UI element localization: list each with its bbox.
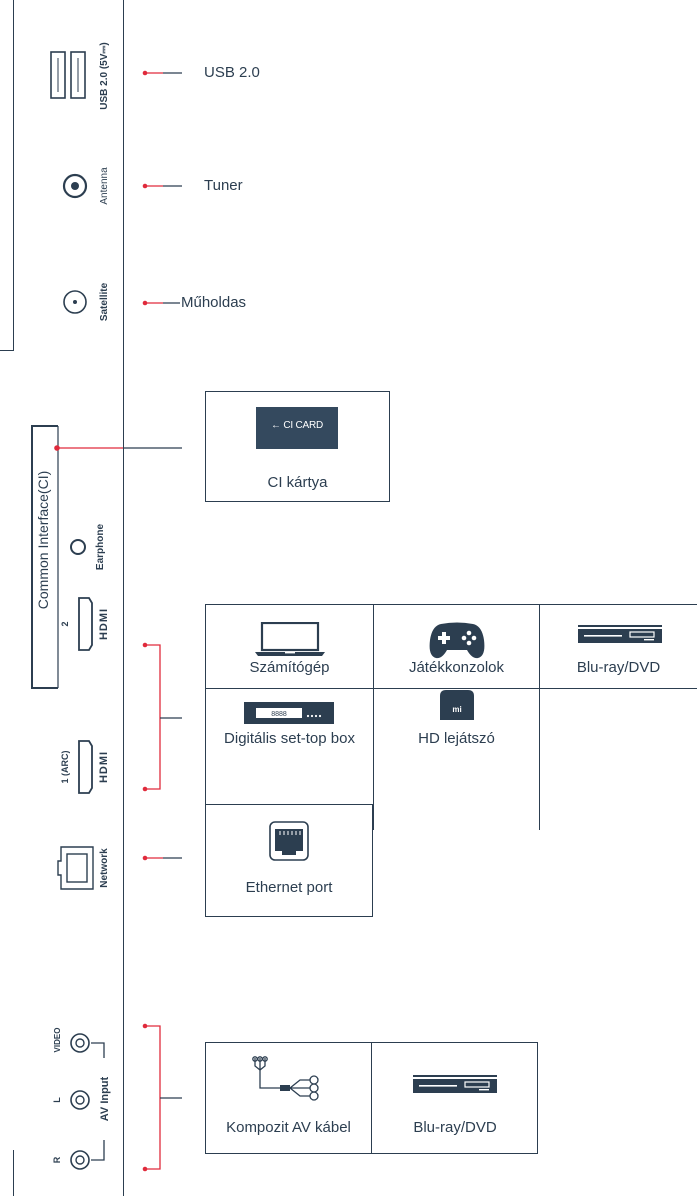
hdmi-2-number: 2 <box>60 621 70 626</box>
av-bluray-caption: Blu-ray/DVD <box>413 1119 497 1136</box>
ci-card-caption: CI kártya <box>267 474 328 491</box>
av-device-composite: Kompozit AV kábel <box>206 1043 371 1153</box>
satellite-callout-label: Műholdas <box>181 294 247 311</box>
panel-step-line <box>0 350 14 352</box>
laptop-icon <box>255 622 325 656</box>
panel-left-edge <box>13 0 15 350</box>
bluray-player-icon <box>413 1075 497 1093</box>
av-video-jack-icon <box>70 1033 90 1053</box>
usb-connector <box>142 70 182 76</box>
bluray-player-icon <box>578 625 662 643</box>
av-l-jack-icon <box>70 1090 90 1110</box>
satellite-port-label: Satellite <box>99 282 110 321</box>
ci-connector <box>54 445 182 451</box>
composite-av-cable-icon <box>252 1056 319 1101</box>
panel-edge-line <box>123 0 125 1196</box>
usb-callout-label: USB 2.0 <box>204 64 260 81</box>
hdmi-grid-left-border <box>205 604 207 830</box>
tuner-connector <box>142 183 182 189</box>
hdmi-device-settopbox: 8888 Digitális set-top box <box>206 689 373 830</box>
computer-caption: Számítógép <box>249 659 330 676</box>
satellite-connector <box>142 300 180 306</box>
gamepad-icon <box>429 622 485 659</box>
hdmi-1-port-icon <box>78 740 93 794</box>
hdmi-device-bluray: Blu-ray/DVD <box>540 605 697 688</box>
hdmi-grid-top-border <box>205 604 697 606</box>
av-device-bluray: Blu-ray/DVD <box>372 1043 538 1153</box>
ethernet-port-icon <box>269 821 309 861</box>
hdmi-1-logo: HDMI <box>98 751 110 783</box>
av-video-label: VIDEO <box>53 1028 62 1053</box>
network-connector <box>142 855 182 861</box>
ci-card-text: ← CI CARD <box>270 420 324 431</box>
network-port-label: Network <box>99 848 110 888</box>
settopbox-caption: Digitális set-top box <box>224 730 355 747</box>
hdmi-grid-mid-border <box>205 688 697 690</box>
ci-card-icon: ← CI CARD <box>256 407 338 449</box>
ci-slot-label: Common Interface(CI) <box>35 471 51 609</box>
panel-left-edge-lower <box>13 1150 15 1196</box>
hdplayer-caption: HD lejátszó <box>418 730 495 747</box>
hdmi-device-hdplayer: mi HD lejátszó <box>374 689 539 830</box>
ci-slot-outline <box>31 425 58 689</box>
ethernet-caption: Ethernet port <box>245 879 333 896</box>
hdmi-2-logo: HDMI <box>98 608 110 640</box>
antenna-port-icon <box>62 173 88 199</box>
svg-text:mi: mi <box>452 705 461 714</box>
antenna-port-label: Antenna <box>99 167 110 205</box>
bluray-caption: Blu-ray/DVD <box>576 659 661 676</box>
hdmi-grid-divider-2 <box>539 604 541 830</box>
earphone-port-icon <box>70 539 86 555</box>
av-r-label: R <box>52 1156 62 1163</box>
ethernet-box: Ethernet port <box>205 804 373 917</box>
usb-port-label: USB 2.0 (5V⎓) <box>99 42 110 109</box>
network-port-icon <box>57 846 94 890</box>
hdmi-connector <box>142 642 182 792</box>
hdmi-1-number: 1 (ARC) <box>60 750 70 783</box>
usb-port-icon <box>50 51 86 99</box>
av-input-label: AV Input <box>99 1076 111 1121</box>
hdmi-grid-divider-1 <box>373 604 375 830</box>
earphone-port-label: Earphone <box>95 524 106 571</box>
console-caption: Játékkonzolok <box>408 659 505 676</box>
hdmi-device-computer: Számítógép <box>206 605 373 688</box>
mi-box-icon: mi <box>440 690 474 720</box>
av-grid-divider <box>371 1042 373 1154</box>
ci-card-box: ← CI CARD CI kártya <box>205 391 390 502</box>
svg-text:8888: 8888 <box>271 711 287 718</box>
av-input-bracket <box>91 1042 105 1161</box>
satellite-port-icon <box>63 290 87 314</box>
hdmi-2-port-icon <box>78 597 93 651</box>
hdmi-device-console: Játékkonzolok <box>374 605 539 688</box>
av-connector <box>142 1023 182 1172</box>
av-r-jack-icon <box>70 1150 90 1170</box>
set-top-box-icon: 8888 <box>244 702 334 724</box>
av-l-label: L <box>52 1097 62 1103</box>
composite-caption: Kompozit AV kábel <box>226 1119 351 1136</box>
tuner-callout-label: Tuner <box>204 177 243 194</box>
